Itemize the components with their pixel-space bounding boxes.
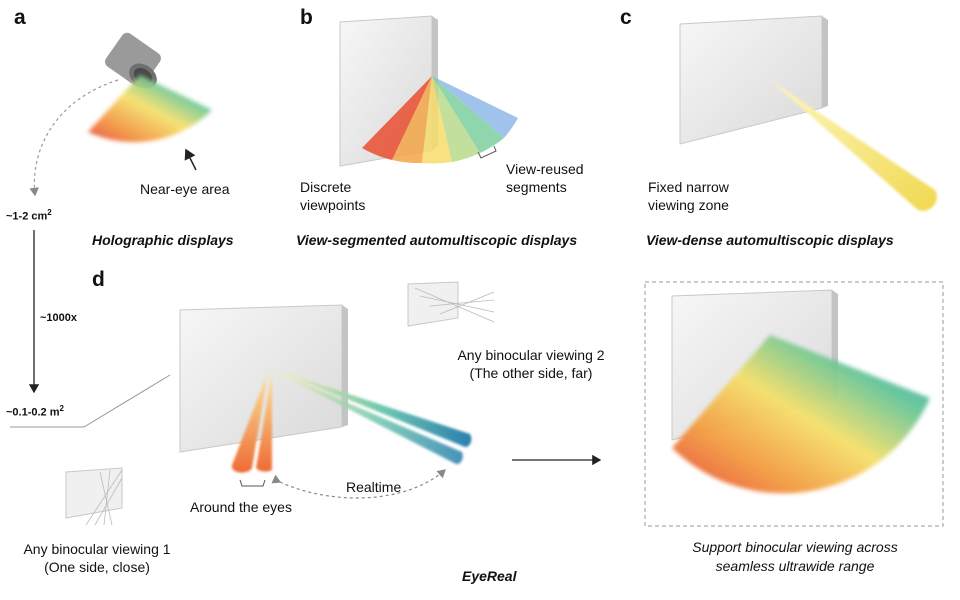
result-panel-graphic	[644, 281, 944, 527]
narrow-beam	[770, 80, 937, 211]
fan-segment-yellow	[422, 76, 452, 164]
panel-b-letter: b	[300, 6, 313, 29]
discrete-viewpoints-line-2: viewpoints	[300, 197, 366, 213]
panel-d-caption: EyeReal	[462, 568, 517, 584]
focus-curve-arrow	[29, 79, 119, 197]
realtime-dashed-arrow	[271, 469, 446, 499]
panel-b-graphic	[339, 15, 518, 167]
thumbnail-viewing-1	[65, 467, 123, 526]
right-eye-beam	[256, 372, 272, 472]
narrow-zone-line-2: viewing zone	[648, 197, 729, 213]
panel-c-caption: View-dense automultiscopic displays	[646, 232, 894, 248]
viewing-2-line-1: Any binocular viewing 2	[457, 347, 605, 363]
far-beam-lower	[276, 372, 463, 465]
viewing-2-label: Any binocular viewing 2 (The other side,…	[436, 346, 626, 382]
view-reused-label: View-reused segments	[506, 160, 584, 196]
viewing-1-line-2: (One side, close)	[44, 559, 150, 575]
scale-factor-label: ~1000x	[40, 312, 78, 324]
scale-top-label: ~1-2 cm2	[6, 208, 52, 223]
near-eye-label: Near-eye area	[140, 181, 230, 197]
scale-bottom-label: ~0.1-0.2 m2	[6, 404, 64, 419]
fan-segment-lightgreen	[432, 76, 480, 162]
view-reused-line-1: View-reused	[506, 161, 584, 177]
realtime-label: Realtime	[346, 479, 402, 495]
result-caption-line-1: Support binocular viewing across	[692, 539, 898, 555]
near-eye-arrow	[184, 148, 197, 171]
result-caption: Support binocular viewing across seamles…	[650, 538, 940, 576]
panel-c-letter: c	[620, 6, 632, 29]
holographic-fan	[88, 75, 212, 143]
discrete-viewpoints-line-1: Discrete	[300, 179, 352, 195]
fan-segment-orange	[392, 76, 432, 164]
viewing-1-label: Any binocular viewing 1 (One side, close…	[2, 540, 192, 576]
panel-a-letter: a	[14, 6, 26, 29]
around-eyes-bracket	[239, 479, 266, 487]
far-beam-upper	[276, 370, 472, 448]
panel-a-graphic	[29, 32, 212, 197]
fan-segment-blue	[432, 76, 518, 138]
ultrawide-fan	[672, 335, 930, 494]
panel-d-graphic	[65, 281, 602, 526]
narrow-zone-label: Fixed narrow viewing zone	[648, 178, 729, 214]
view-reused-line-2: segments	[506, 179, 567, 195]
result-caption-line-2: seamless ultrawide range	[715, 558, 875, 574]
left-eye-beam	[231, 372, 268, 473]
narrow-zone-line-1: Fixed narrow	[648, 179, 729, 195]
fan-segment-green	[432, 76, 504, 153]
panel-a-caption: Holographic displays	[92, 232, 234, 248]
panel-d-letter: d	[92, 268, 105, 291]
scale-leader-line	[10, 374, 171, 428]
fan-segment-red	[362, 76, 432, 160]
display-screen-c	[679, 15, 828, 145]
thumbnail-viewing-2	[407, 281, 495, 327]
result-dashed-frame	[644, 281, 944, 527]
panel-c-graphic	[679, 15, 937, 211]
around-eyes-label: Around the eyes	[190, 499, 292, 515]
scale-axis	[10, 230, 171, 428]
panel-b-caption: View-segmented automultiscopic displays	[296, 232, 578, 248]
viewing-2-line-2: (The other side, far)	[469, 365, 593, 381]
view-reused-bracket	[477, 145, 497, 159]
discrete-viewpoints-label: Discrete viewpoints	[300, 178, 365, 214]
viewing-1-line-1: Any binocular viewing 1	[23, 541, 171, 557]
